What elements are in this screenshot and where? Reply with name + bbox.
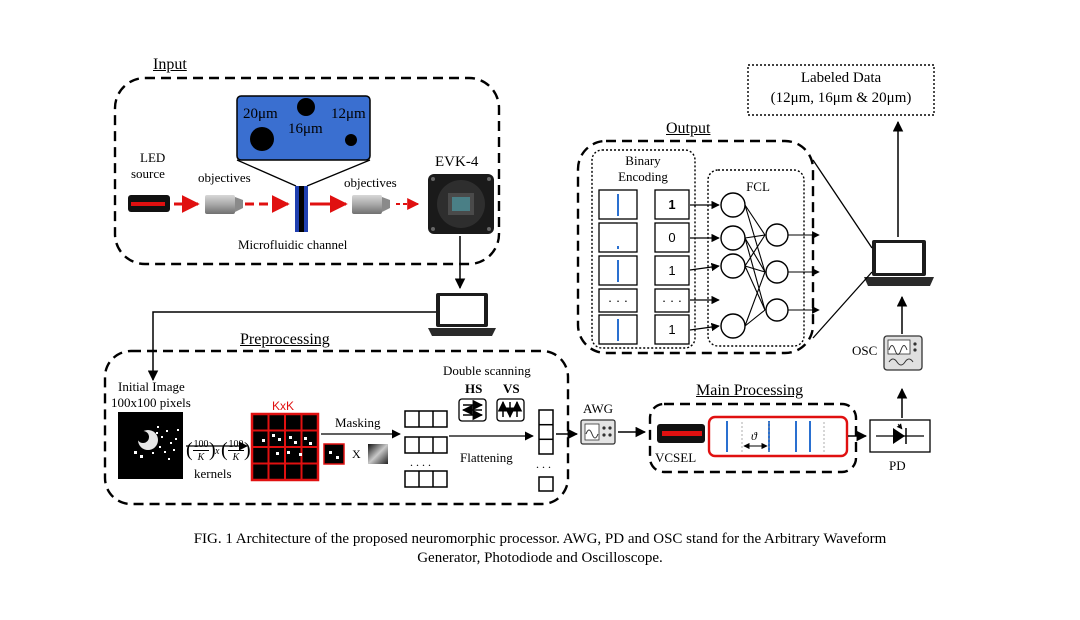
particle-12um xyxy=(345,134,357,146)
objective-left-icon xyxy=(205,195,243,214)
labeled-data-line1: Labeled Data xyxy=(800,70,882,86)
section-preprocessing-title: Preprocessing xyxy=(240,331,330,348)
column-vector xyxy=(538,409,554,492)
figure-caption: FIG. 1 Architecture of the proposed neur… xyxy=(100,530,980,568)
flatten-dots: . . . . xyxy=(410,455,431,469)
bit-arrows xyxy=(689,200,720,332)
bit-5: 1 xyxy=(668,322,676,337)
led-label-line2: source xyxy=(131,166,165,181)
double-scanning-label: Double scanning xyxy=(443,363,531,378)
spike-dots: · · · xyxy=(607,293,629,308)
theta-label: ϑ xyxy=(751,429,757,443)
microfluidic-channel-label: Microfluidic channel xyxy=(238,237,348,252)
caption-line2: Generator, Photodiode and Oscilloscope. xyxy=(417,550,663,566)
kernels-formula: ( 100 K ) x ( 100 K ) xyxy=(186,439,251,463)
fcl-frame xyxy=(707,169,805,347)
particle-16um-label: 16μm xyxy=(288,121,323,137)
fcl-nodes xyxy=(720,192,789,339)
particle-20um-label: 20μm xyxy=(243,106,278,122)
kernel-numerator-1: 100 xyxy=(193,439,209,451)
kernels-label: kernels xyxy=(194,466,232,481)
initial-image-line2: 100x100 pixels xyxy=(111,395,191,410)
pd-label: PD xyxy=(889,458,906,473)
vs-label: VS xyxy=(503,381,520,396)
objective-right-icon xyxy=(352,195,390,214)
kernel-numerator-2: 100 xyxy=(228,439,244,451)
flattened-vectors xyxy=(404,410,448,488)
bit-boxes xyxy=(654,189,690,345)
binary-encoding-line2: Encoding xyxy=(618,169,668,184)
fcl-network xyxy=(744,204,820,327)
output-frame xyxy=(576,139,815,355)
section-input-title: Input xyxy=(153,56,187,73)
bit-1: 1 xyxy=(668,197,676,212)
awg-icon xyxy=(580,419,616,445)
vcsel-label: VCSEL xyxy=(655,450,697,465)
mask-x-symbol: X xyxy=(352,447,361,461)
particle-12um-label: 12μm xyxy=(331,106,366,122)
input-frame xyxy=(113,76,501,266)
binary-encoding-line1: Binary xyxy=(625,153,661,168)
evk4-label: EVK-4 xyxy=(435,154,479,170)
initial-image xyxy=(118,412,183,479)
kernel-denominator-1: K xyxy=(197,452,205,463)
laptop-preprocessing-icon xyxy=(428,293,496,336)
fcl-label: FCL xyxy=(746,179,770,194)
hs-label: HS xyxy=(465,381,483,396)
particle-16um xyxy=(297,98,315,116)
vcsel-icon xyxy=(657,424,705,443)
laptop-output-icon xyxy=(864,240,934,286)
particle-20um xyxy=(250,127,274,151)
photodiode-icon xyxy=(869,419,931,453)
initial-image-line1: Initial Image xyxy=(118,379,185,394)
section-main-processing-title: Main Processing xyxy=(696,382,804,399)
column-dots: . . . xyxy=(536,457,551,471)
binary-encoding-frame xyxy=(591,149,696,349)
main-processing-frame xyxy=(648,402,858,474)
oscilloscope-icon xyxy=(883,335,923,371)
kernel-grid xyxy=(250,412,320,482)
masking-label: Masking xyxy=(335,415,381,430)
bit-3: 1 xyxy=(668,263,676,278)
objectives-right-label: objectives xyxy=(344,175,397,190)
led-label-line1: LED xyxy=(140,150,166,165)
pulse-spikes xyxy=(726,421,825,452)
evk4-camera-icon xyxy=(428,174,494,234)
caption-line1: FIG. 1 Architecture of the proposed neur… xyxy=(193,531,887,547)
osc-label: OSC xyxy=(852,343,878,358)
bit-2: 0 xyxy=(668,230,676,245)
labeled-data-box xyxy=(747,64,935,116)
kxk-label: KxK xyxy=(272,399,295,413)
flattening-label: Flattening xyxy=(460,450,513,465)
kernel-denominator-2: K xyxy=(232,452,240,463)
kernel-times: x xyxy=(215,446,220,457)
mask-gradient xyxy=(368,444,388,464)
bit-4: · · · xyxy=(661,293,683,308)
labeled-data-line2: (12μm, 16μm & 20μm) xyxy=(770,90,912,106)
awg-label: AWG xyxy=(583,401,614,416)
pulse-train-box xyxy=(707,415,849,458)
vs-scan-icon xyxy=(496,398,525,422)
section-output-title: Output xyxy=(666,120,711,137)
hs-scan-icon xyxy=(458,398,487,422)
masked-kernel xyxy=(323,443,345,465)
spike-boxes xyxy=(598,189,638,345)
preprocessing-frame xyxy=(103,349,570,506)
objectives-left-label: objectives xyxy=(198,170,251,185)
